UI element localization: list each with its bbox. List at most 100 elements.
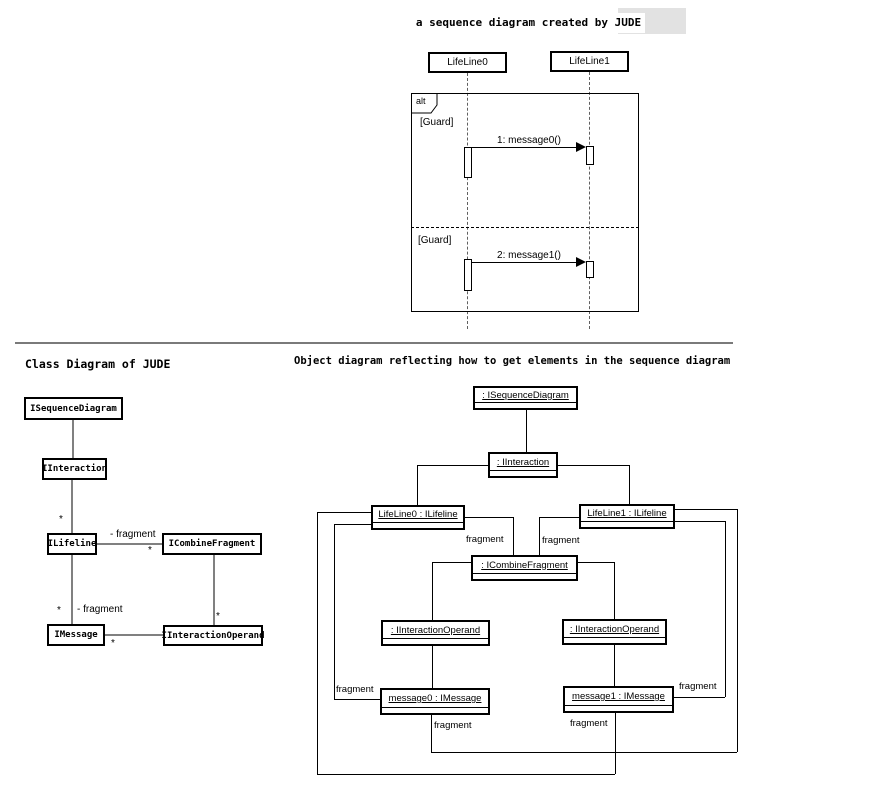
alt-operator-label: alt xyxy=(416,96,426,106)
olink-interaction-ll0-v xyxy=(417,465,418,505)
olink-ll0-msg0-v xyxy=(334,524,335,699)
class-iinteractionoperand: IInteractionOperand xyxy=(161,625,265,646)
link-ilifeline-imessage xyxy=(71,555,73,624)
object-operand-left-label: : IInteractionOperand xyxy=(390,624,481,636)
message1-arrow-line xyxy=(472,262,576,263)
object-iinteraction: : IInteraction xyxy=(488,452,558,478)
activation-ll0-msg0 xyxy=(464,147,472,178)
link-isequencediagram-iinteraction xyxy=(72,420,74,458)
object-message0-label: message0 : IMessage xyxy=(388,693,482,704)
fragment-label-msg0-bottom: fragment xyxy=(434,720,472,731)
fragment-label-msg0-left: fragment xyxy=(336,684,374,695)
olink-interaction-ll1-h xyxy=(558,465,629,466)
link-imessage-iinteractionoperand xyxy=(105,634,163,636)
object-diagram-title: Object diagram reflecting how to get ele… xyxy=(294,355,731,367)
olink-op0-msg0 xyxy=(432,646,433,688)
lifeline0-label: LifeLine0 xyxy=(447,57,488,68)
olink-cf-op1-v xyxy=(614,562,615,619)
class-isequencediagram-label: ISequenceDiagram xyxy=(30,403,117,414)
activation-ll1-msg0 xyxy=(586,146,594,165)
olink-ll0-msg1-v1 xyxy=(317,512,318,774)
olink-cf-op1-h xyxy=(578,562,614,563)
olink-ll0-msg0-h1 xyxy=(334,524,371,525)
olink-ll1-msg1-v xyxy=(725,521,726,697)
object-operand-left-compartment xyxy=(383,638,488,644)
message0-arrowhead-icon xyxy=(576,142,586,152)
class-diagram-title: Class Diagram of JUDE xyxy=(25,357,171,371)
fragment-label-msg1-bottom: fragment xyxy=(570,718,608,729)
olink-ll0-cf-h xyxy=(465,517,513,518)
link-icombinefragment-iinteractionoperand xyxy=(213,555,215,625)
multiplicity-imessage-left: * xyxy=(57,605,61,616)
object-lifeline1-label: LifeLine1 : ILifeline xyxy=(587,508,667,519)
object-message1-label: message1 : IMessage xyxy=(572,691,665,702)
lifeline1-label: LifeLine1 xyxy=(569,56,610,67)
message1-arrowhead-icon xyxy=(576,257,586,267)
object-message0: message0 : IMessage xyxy=(380,688,490,715)
activation-ll1-msg1 xyxy=(586,261,594,278)
olink-ll1-msg1-h1 xyxy=(675,521,725,522)
alt-operator-pentagon xyxy=(411,93,438,114)
lifeline0-head: LifeLine0 xyxy=(428,52,507,73)
class-iinteraction-label: IInteraction xyxy=(41,464,108,474)
object-isequencediagram-label: : ISequenceDiagram xyxy=(482,389,569,401)
olink-ll0-cf-v xyxy=(513,517,514,555)
multiplicity-imessage-bottom: * xyxy=(111,638,115,649)
olink-ll1-msg0-h1 xyxy=(675,509,737,510)
class-iinteraction: IInteraction xyxy=(42,458,107,480)
object-lifeline0-compartment xyxy=(373,522,463,528)
object-operand-right: : IInteractionOperand xyxy=(562,619,667,645)
class-icombinefragment: ICombineFragment xyxy=(162,533,262,555)
olink-ll0-msg1-v2 xyxy=(615,713,616,774)
role-fragment-message: - fragment xyxy=(77,604,123,615)
object-lifeline1-compartment xyxy=(581,521,673,527)
multiplicity-iinteractionoperand: * xyxy=(216,611,220,622)
operand-separator xyxy=(411,227,639,228)
link-iinteraction-ilifeline xyxy=(71,480,73,533)
message0-arrow-line xyxy=(472,147,576,148)
guard-label-2: [Guard] xyxy=(418,235,452,246)
multiplicity-icombinefragment: * xyxy=(148,545,152,556)
fragment-label-ll0-cf: fragment xyxy=(466,534,504,545)
object-iinteraction-label: : IInteraction xyxy=(496,456,550,468)
olink-cf-op0-h xyxy=(432,562,471,563)
class-ilifeline: ILifeline xyxy=(47,533,97,555)
olink-ll1-msg1-h2 xyxy=(674,697,725,698)
object-lifeline0-label: LifeLine0 : ILifeline xyxy=(378,509,458,520)
section-divider xyxy=(15,342,733,344)
olink-ll0-msg1-h1 xyxy=(317,512,371,513)
multiplicity-ilifeline: * xyxy=(59,514,63,525)
olink-interaction-ll0-h xyxy=(417,465,488,466)
guard-label-1: [Guard] xyxy=(420,117,454,128)
class-imessage: IMessage xyxy=(47,624,105,646)
object-icombinefragment-label: : ICombineFragment xyxy=(481,559,568,571)
object-operand-right-label: : IInteractionOperand xyxy=(569,623,660,635)
lifeline0-line xyxy=(467,73,468,329)
olink-ll1-msg0-v2 xyxy=(431,715,432,752)
link-ilifeline-icombinefragment xyxy=(97,543,162,545)
olink-ll0-msg1-h2 xyxy=(317,774,615,775)
olink-ll1-msg0-h2 xyxy=(431,752,737,753)
object-icombinefragment: : ICombineFragment xyxy=(471,555,578,581)
olink-seq-interaction xyxy=(526,410,527,452)
object-isequencediagram-compartment xyxy=(475,402,576,408)
object-message0-compartment xyxy=(382,707,488,713)
alt-fragment-frame xyxy=(411,93,639,312)
object-message1-compartment xyxy=(565,705,672,711)
activation-ll0-msg1 xyxy=(464,259,472,291)
olink-interaction-ll1-v xyxy=(629,465,630,504)
class-isequencediagram: ISequenceDiagram xyxy=(24,397,123,420)
olink-ll1-cf-v xyxy=(539,517,540,555)
fragment-label-msg1-right: fragment xyxy=(679,681,717,692)
class-icombinefragment-label: ICombineFragment xyxy=(168,539,256,549)
sequence-diagram-title: a sequence diagram created by JUDE xyxy=(412,13,645,33)
fragment-label-ll1-cf: fragment xyxy=(542,535,580,546)
class-iinteractionoperand-label: IInteractionOperand xyxy=(161,630,265,641)
message0-label: 1: message0() xyxy=(497,135,561,146)
object-lifeline0: LifeLine0 : ILifeline xyxy=(371,505,465,530)
class-imessage-label: IMessage xyxy=(54,630,98,640)
role-fragment-combinefragment: - fragment xyxy=(110,529,156,540)
object-operand-left: : IInteractionOperand xyxy=(381,620,490,646)
object-lifeline1: LifeLine1 : ILifeline xyxy=(579,504,675,529)
